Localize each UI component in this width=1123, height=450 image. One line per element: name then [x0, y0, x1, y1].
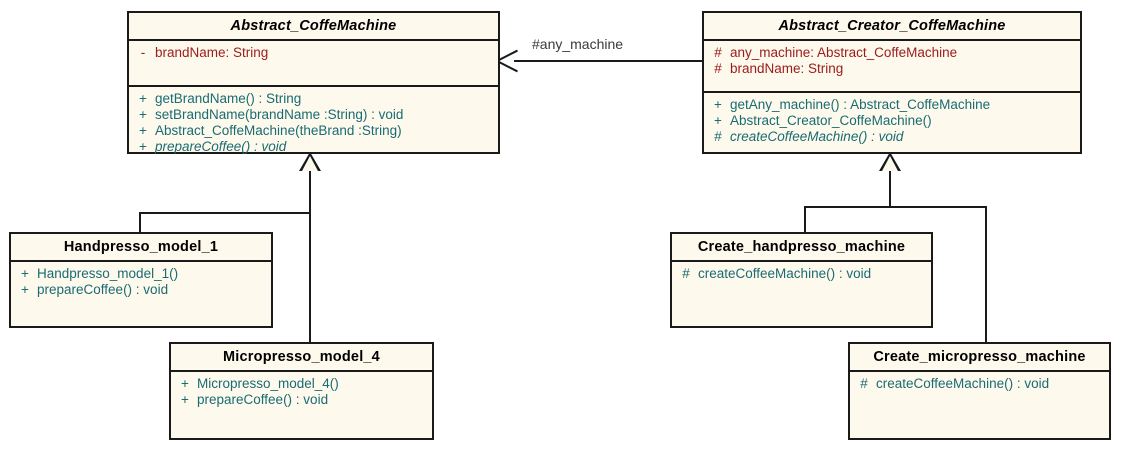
attribute-signature: brandName: String [155, 45, 269, 60]
visibility-marker: + [139, 139, 147, 154]
operation-signature: createCoffeeMachine() : void [698, 266, 872, 281]
operations-compartment: + getBrandName() : String + setBrandName… [129, 85, 498, 159]
operation-row: + Abstract_CoffeMachine(theBrand :String… [131, 123, 496, 139]
generalization-bus-right [804, 206, 987, 208]
attribute-row: # brandName: String [706, 61, 1078, 77]
operation-signature: prepareCoffee() : void [197, 392, 329, 407]
operation-signature: setBrandName(brandName :String) : void [155, 107, 404, 122]
generalization-stem-right [889, 170, 891, 208]
operation-signature: Micropresso_model_4() [197, 376, 339, 391]
operation-row: # createCoffeeMachine() : void [706, 129, 1078, 145]
operation-row: # createCoffeeMachine() : void [852, 376, 1107, 392]
generalization-bus-left [139, 212, 311, 214]
operation-signature: getAny_machine() : Abstract_CoffeMachine [730, 97, 991, 112]
class-title-abstract-creator-coffemachine: Abstract_Creator_CoffeMachine [778, 18, 1006, 34]
triangle-fill [302, 156, 318, 171]
generalization-stem-left [309, 170, 311, 214]
class-box-abstract-creator-coffemachine[interactable]: Abstract_Creator_CoffeMachine # any_mach… [702, 11, 1082, 154]
attribute-signature: any_machine: Abstract_CoffeMachine [730, 45, 958, 60]
operation-row: + getBrandName() : String [131, 91, 496, 107]
class-box-create-handpresso-machine[interactable]: Create_handpresso_machine # createCoffee… [670, 232, 933, 328]
visibility-marker: # [860, 376, 868, 391]
generalization-drop-handpresso [139, 212, 141, 234]
class-title-create-handpresso-machine: Create_handpresso_machine [697, 239, 906, 255]
operations-compartment: + Micropresso_model_4() + prepareCoffee(… [171, 370, 432, 438]
attribute-signature: brandName: String [730, 61, 844, 76]
visibility-marker: - [140, 45, 146, 60]
generalization-drop-create-handpresso [804, 206, 806, 234]
operation-row: + setBrandName(brandName :String) : void [131, 107, 496, 123]
visibility-marker: # [714, 61, 722, 76]
operation-row: # createCoffeeMachine() : void [674, 266, 929, 282]
visibility-marker: + [714, 97, 722, 112]
operation-row: + Handpresso_model_1() [13, 266, 269, 282]
operation-signature: prepareCoffee() : void [37, 282, 169, 297]
generalization-drop-create-micropresso [985, 206, 987, 342]
attribute-row: # any_machine: Abstract_CoffeMachine [706, 45, 1078, 61]
operations-compartment: # createCoffeeMachine() : void [850, 370, 1109, 438]
operations-compartment: + Handpresso_model_1() + prepareCoffee()… [11, 260, 271, 326]
association-arrowhead-icon [496, 49, 519, 73]
operation-row: + Abstract_Creator_CoffeMachine() [706, 113, 1078, 129]
attributes-compartment: # any_machine: Abstract_CoffeMachine # b… [704, 39, 1080, 91]
operation-row: + prepareCoffee() : void [131, 139, 496, 155]
visibility-marker: + [181, 392, 189, 407]
operation-signature: Abstract_CoffeMachine(theBrand :String) [155, 123, 402, 138]
class-box-handpresso-model-1[interactable]: Handpresso_model_1 + Handpresso_model_1(… [9, 232, 273, 328]
operation-signature: getBrandName() : String [155, 91, 302, 106]
visibility-marker: # [682, 266, 690, 281]
visibility-marker: + [139, 91, 147, 106]
operation-signature: createCoffeeMachine() : void [876, 376, 1050, 391]
visibility-marker: + [21, 266, 29, 281]
operation-signature: Handpresso_model_1() [37, 266, 179, 281]
class-title-micropresso-model-4: Micropresso_model_4 [223, 349, 380, 365]
visibility-marker: + [139, 107, 147, 122]
operation-signature-abstract: createCoffeeMachine() : void [730, 129, 904, 144]
visibility-marker: # [714, 129, 722, 144]
visibility-marker: + [139, 123, 147, 138]
attribute-row: - brandName: String [131, 45, 496, 61]
operations-compartment: # createCoffeeMachine() : void [672, 260, 931, 326]
attributes-compartment: - brandName: String [129, 39, 498, 85]
class-box-abstract-coffemachine[interactable]: Abstract_CoffeMachine - brandName: Strin… [127, 11, 500, 154]
class-box-create-micropresso-machine[interactable]: Create_micropresso_machine # createCoffe… [848, 342, 1111, 440]
class-box-micropresso-model-4[interactable]: Micropresso_model_4 + Micropresso_model_… [169, 342, 434, 440]
operation-row: + prepareCoffee() : void [13, 282, 269, 298]
association-label-any-machine: #any_machine [532, 36, 624, 52]
visibility-marker: + [714, 113, 722, 128]
visibility-marker: + [21, 282, 29, 297]
operation-row: + prepareCoffee() : void [173, 392, 430, 408]
triangle-fill [882, 156, 898, 171]
class-title-create-micropresso-machine: Create_micropresso_machine [873, 349, 1086, 365]
operation-row: + Micropresso_model_4() [173, 376, 430, 392]
visibility-marker: + [181, 376, 189, 391]
operation-signature: Abstract_Creator_CoffeMachine() [730, 113, 932, 128]
operation-row: + getAny_machine() : Abstract_CoffeMachi… [706, 97, 1078, 113]
generalization-drop-micropresso [309, 212, 311, 342]
operations-compartment: + getAny_machine() : Abstract_CoffeMachi… [704, 91, 1080, 152]
association-line-any-machine [514, 60, 702, 62]
class-title-handpresso-model-1: Handpresso_model_1 [63, 239, 219, 255]
operation-signature-abstract: prepareCoffee() : void [155, 139, 287, 154]
class-title-abstract-coffemachine: Abstract_CoffeMachine [230, 18, 397, 34]
visibility-marker: # [714, 45, 722, 60]
